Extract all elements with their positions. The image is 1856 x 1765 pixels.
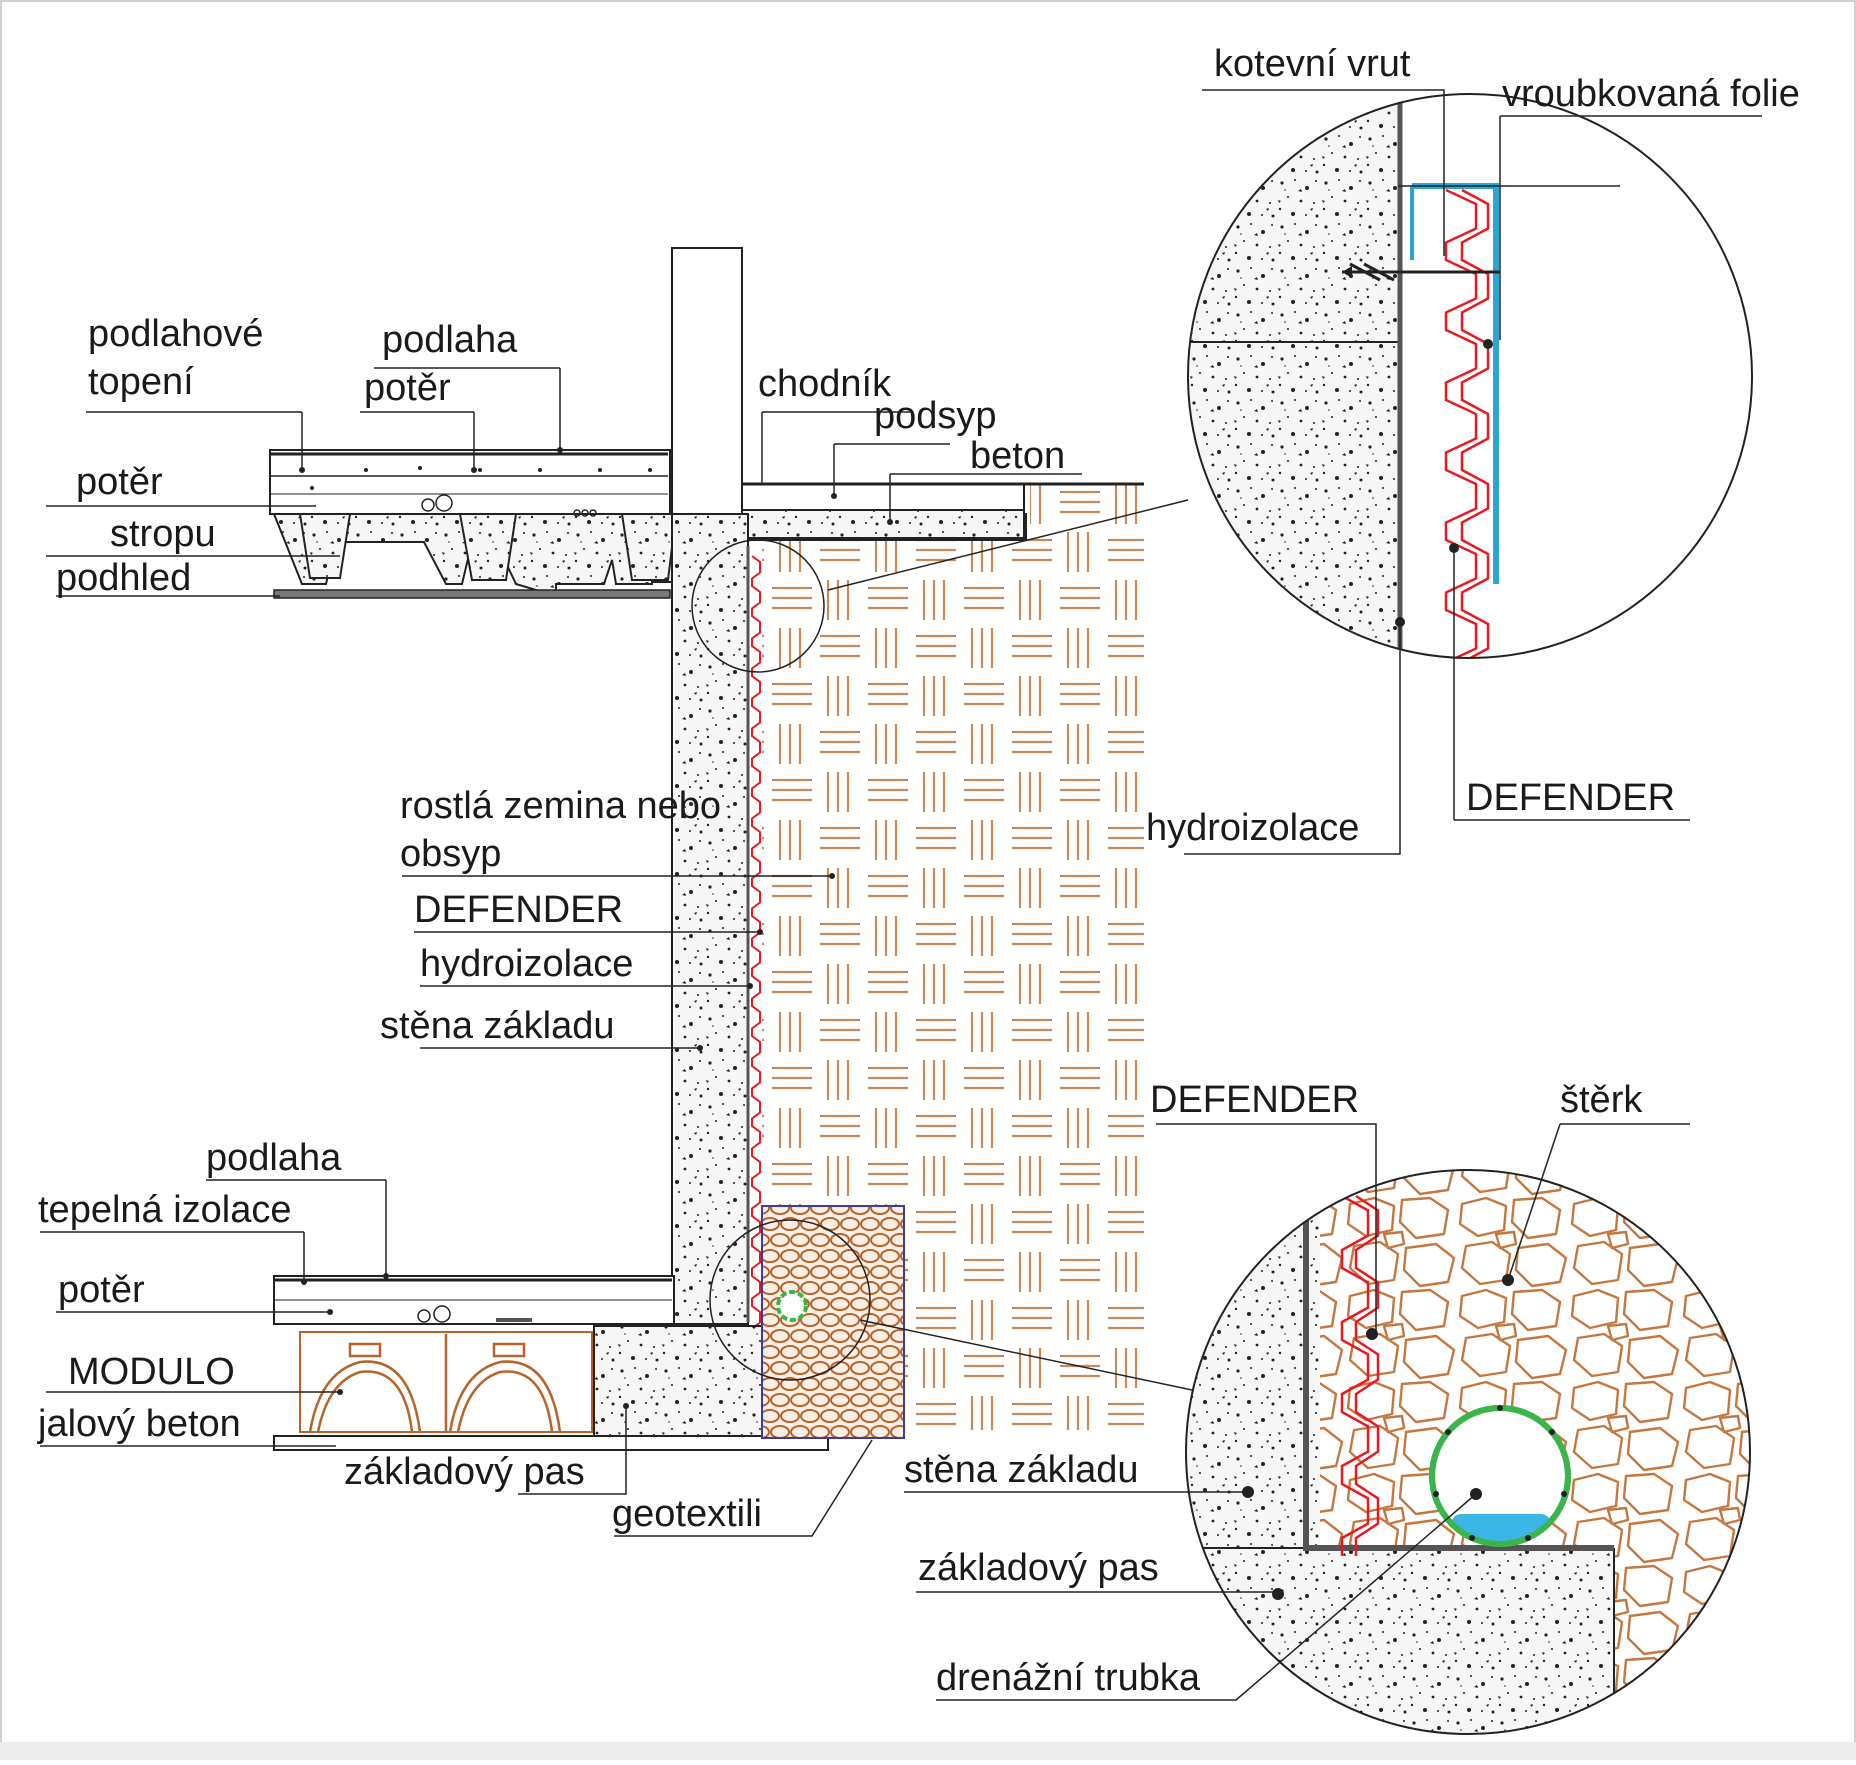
label-zakladovy-pas-detail: základový pas [918, 1547, 1159, 1589]
label-defender-mid: DEFENDER [414, 889, 623, 931]
defender-membrane [751, 555, 761, 1336]
lean-concrete [273, 1435, 829, 1451]
label-topeni: topení [88, 361, 194, 403]
foundation-wall [671, 513, 749, 1325]
label-podsyp: podsyp [874, 395, 997, 437]
label-chodnik: chodník [758, 363, 892, 405]
label-rostla-1: rostlá zemina nebo [400, 785, 721, 827]
label-podlaha-top: podlaha [382, 319, 518, 361]
label-kotevni-vrut: kotevní vrut [1214, 43, 1411, 85]
label-sterk: štěrk [1560, 1079, 1643, 1121]
label-podlaha-low: podlaha [206, 1137, 342, 1179]
gravel-drain [761, 1205, 905, 1439]
label-poter-left: potěr [76, 461, 163, 503]
detail-circle-anchor [1188, 94, 1752, 658]
label-stena-zakladu-mid: stěna základu [380, 1005, 615, 1047]
upper-wall [671, 247, 743, 517]
label-podlahove: podlahové [88, 313, 263, 355]
label-hydroizolace-detail: hydroizolace [1146, 807, 1359, 849]
label-drenazni-trubka: drenážní trubka [936, 1657, 1201, 1699]
label-podhled: podhled [56, 557, 191, 599]
label-stropu: stropu [110, 513, 216, 555]
label-geotextili: geotextili [612, 1493, 762, 1535]
label-vroubkovana-folie: vroubkovaná folie [1502, 73, 1800, 115]
label-zakladovy-pas-low: základový pas [344, 1451, 585, 1493]
label-defender-detail-low: DEFENDER [1150, 1079, 1359, 1121]
label-stena-zakladu-detail: stěna základu [904, 1449, 1139, 1491]
label-hydroizolace-mid: hydroizolace [420, 943, 633, 985]
drain-pipe [776, 1290, 808, 1322]
detail-circle-drain [1186, 1170, 1750, 1734]
walkway-podsyp [741, 483, 1025, 511]
bottom-bar [0, 1742, 1856, 1760]
label-rostla-2: obsyp [400, 833, 501, 875]
label-jalovy-beton: jalový beton [37, 1403, 241, 1445]
label-defender-detail-top: DEFENDER [1466, 777, 1675, 819]
label-tepelna-izolace: tepelná izolace [38, 1189, 292, 1231]
label-poter-top: potěr [364, 367, 451, 409]
label-modulo: MODULO [68, 1351, 235, 1393]
label-beton: beton [970, 435, 1065, 477]
label-poter-low: potěr [58, 1269, 145, 1311]
